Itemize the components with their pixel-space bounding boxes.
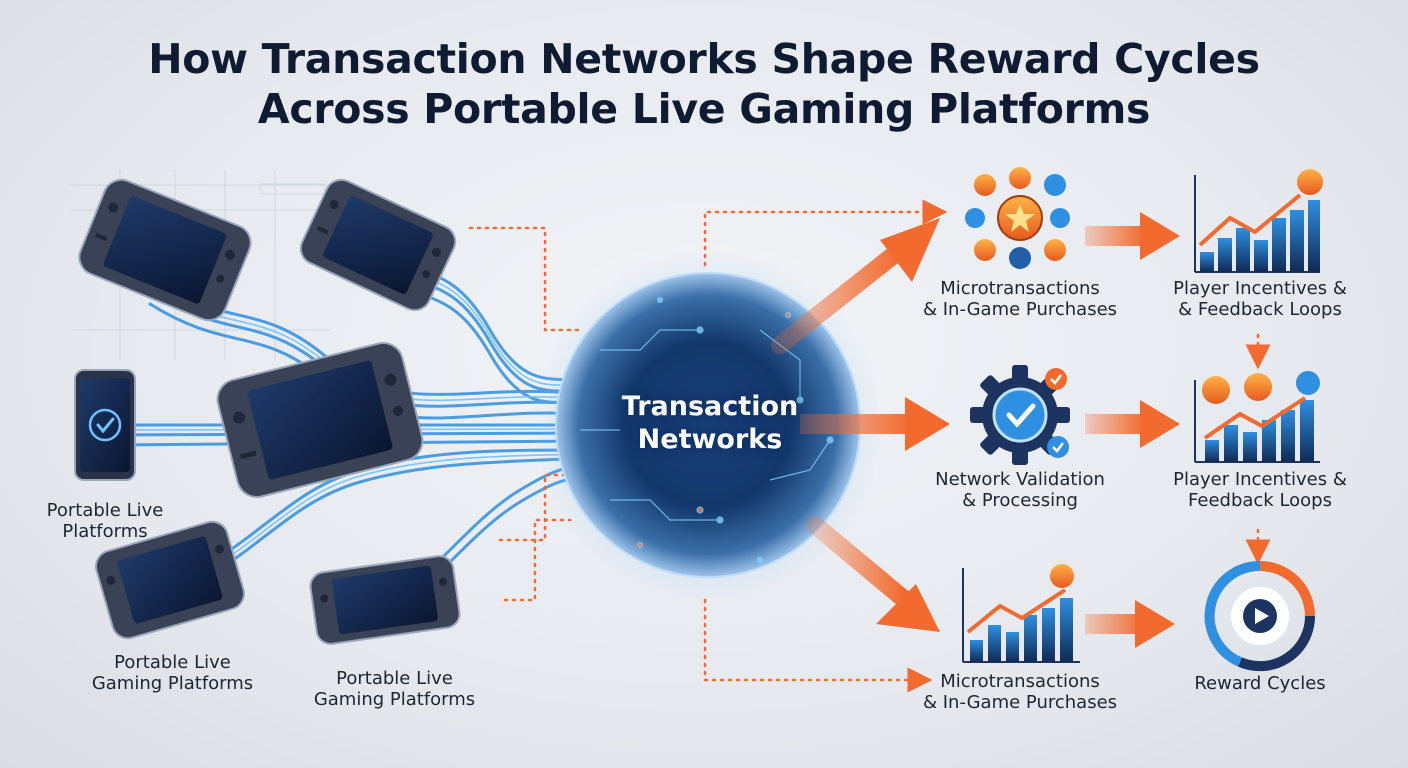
- middle-label-top-line-2: & In-Game Purchases: [922, 299, 1118, 320]
- bar-chart-icon-middle: [1194, 371, 1320, 463]
- gear-check-icon: [970, 365, 1070, 465]
- title-line-1: How Transaction Networks Shape Reward Cy…: [148, 35, 1260, 83]
- right-label-reward-cycles-text: Reward Cycles: [1194, 673, 1326, 694]
- right-label-top-line-1: Player Incentives &: [1173, 278, 1347, 299]
- handheld-device-top-left: [78, 178, 252, 322]
- left-label-gaming-1-line-2: Gaming Platforms: [91, 673, 254, 694]
- title-line-2: Across Portable Live Gaming Platforms: [257, 85, 1151, 133]
- middle-label-bottom-line-1: Microtransactions: [940, 671, 1100, 692]
- bar-chart-icon-top: [1194, 169, 1323, 273]
- smartphone: [74, 369, 136, 481]
- middle-label-bottom-line-2: & In-Game Purchases: [922, 692, 1118, 713]
- left-label-gaming-platforms-1: Portable Live Gaming Platforms: [75, 652, 270, 694]
- middle-label-top-line-1: Microtransactions: [940, 278, 1100, 299]
- handheld-device-bottom-left: [95, 520, 245, 640]
- middle-label-mid-line-1: Network Validation: [935, 469, 1105, 490]
- right-label-top-line-2: & Feedback Loops: [1178, 299, 1342, 320]
- coins-cluster-icon: [965, 167, 1070, 269]
- right-label-reward-cycles: Reward Cycles: [1170, 673, 1350, 694]
- right-label-mid-line-1: Player Incentives &: [1173, 469, 1347, 490]
- left-label-gaming-1-line-1: Portable Live: [114, 652, 231, 673]
- bar-chart-icon-bottom: [962, 564, 1080, 663]
- hub-label: Transaction Networks: [590, 390, 830, 456]
- page-title: How Transaction Networks Shape Reward Cy…: [0, 34, 1408, 134]
- handheld-device-center: [216, 342, 424, 498]
- middle-label-microtransactions-top: Microtransactions & In-Game Purchases: [910, 278, 1130, 320]
- right-label-player-incentives-top: Player Incentives & & Feedback Loops: [1160, 278, 1360, 320]
- hub-label-line-2: Networks: [637, 424, 783, 455]
- middle-label-network-validation: Network Validation & Processing: [915, 469, 1125, 511]
- middle-label-microtransactions-bottom: Microtransactions & In-Game Purchases: [910, 671, 1130, 713]
- handheld-device-top: [299, 178, 457, 312]
- left-label-platforms: Portable Live Platforms: [20, 500, 190, 542]
- handheld-device-bottom: [309, 555, 461, 645]
- left-label-gaming-2-line-1: Portable Live: [336, 668, 453, 689]
- right-label-player-incentives-middle: Player Incentives & Feedback Loops: [1160, 469, 1360, 511]
- right-label-mid-line-2: Feedback Loops: [1188, 490, 1332, 511]
- hub-output-arrows: [771, 218, 950, 632]
- left-label-platforms-line-2: Platforms: [62, 521, 148, 542]
- left-label-gaming-platforms-2: Portable Live Gaming Platforms: [297, 668, 492, 710]
- hub-label-line-1: Transaction: [621, 391, 799, 422]
- middle-label-mid-line-2: & Processing: [962, 490, 1078, 511]
- left-label-platforms-line-1: Portable Live: [46, 500, 164, 521]
- left-label-gaming-2-line-2: Gaming Platforms: [313, 689, 476, 710]
- reward-cycle-icon: [1204, 560, 1316, 672]
- column-arrows: [1085, 212, 1180, 648]
